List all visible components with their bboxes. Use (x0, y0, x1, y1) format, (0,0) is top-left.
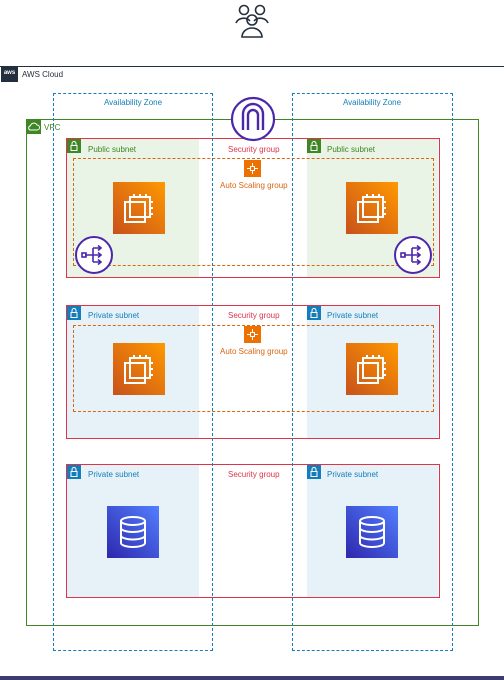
nat-gateway-icon (394, 236, 432, 274)
lock-icon (67, 306, 81, 320)
availability-zone-1 (53, 93, 213, 651)
rds-database-icon (107, 506, 159, 558)
ec2-instance-icon (113, 343, 165, 395)
private-subnet-label: Private subnet (327, 470, 379, 479)
security-group-label: Security group (228, 145, 280, 154)
auto-scaling-group-web (73, 158, 434, 266)
security-group-app (66, 305, 440, 439)
security-group-db (66, 464, 440, 598)
cloud-icon (26, 119, 41, 134)
private-subnet-label: Private subnet (327, 311, 379, 320)
private-subnet-label: Private subnet (88, 470, 140, 479)
ec2-instance-icon (113, 182, 165, 234)
availability-zone-2 (292, 93, 453, 651)
aws-cloud-group (0, 66, 504, 680)
vpc-label: VPC (44, 123, 61, 132)
lock-icon (67, 139, 81, 153)
rds-database-icon (346, 506, 398, 558)
aws-logo: aws (1, 67, 18, 82)
ec2-instance-icon (346, 343, 398, 395)
internet-gateway-icon (230, 96, 276, 142)
auto-scaling-group-label: Auto Scaling group (220, 347, 288, 356)
aws-cloud-label: AWS Cloud (22, 70, 64, 79)
lock-icon (307, 306, 321, 320)
auto-scaling-group-app (73, 325, 434, 412)
auto-scaling-icon (244, 326, 261, 343)
auto-scaling-icon (244, 160, 261, 177)
security-group-label: Security group (228, 470, 280, 479)
ec2-instance-icon (346, 182, 398, 234)
private-subnet-label: Private subnet (88, 311, 140, 320)
bottom-bar (0, 676, 504, 680)
public-subnet-label: Public subnet (88, 145, 137, 154)
lock-icon (307, 139, 321, 153)
public-subnet-label: Public subnet (327, 145, 376, 154)
availability-zone-label: Availability Zone (103, 98, 163, 107)
nat-gateway-icon (75, 236, 113, 274)
lock-icon (67, 465, 81, 479)
availability-zone-label: Availability Zone (342, 98, 402, 107)
lock-icon (307, 465, 321, 479)
users-icon (235, 4, 269, 38)
security-group-label: Security group (228, 311, 280, 320)
auto-scaling-group-label: Auto Scaling group (220, 181, 288, 190)
